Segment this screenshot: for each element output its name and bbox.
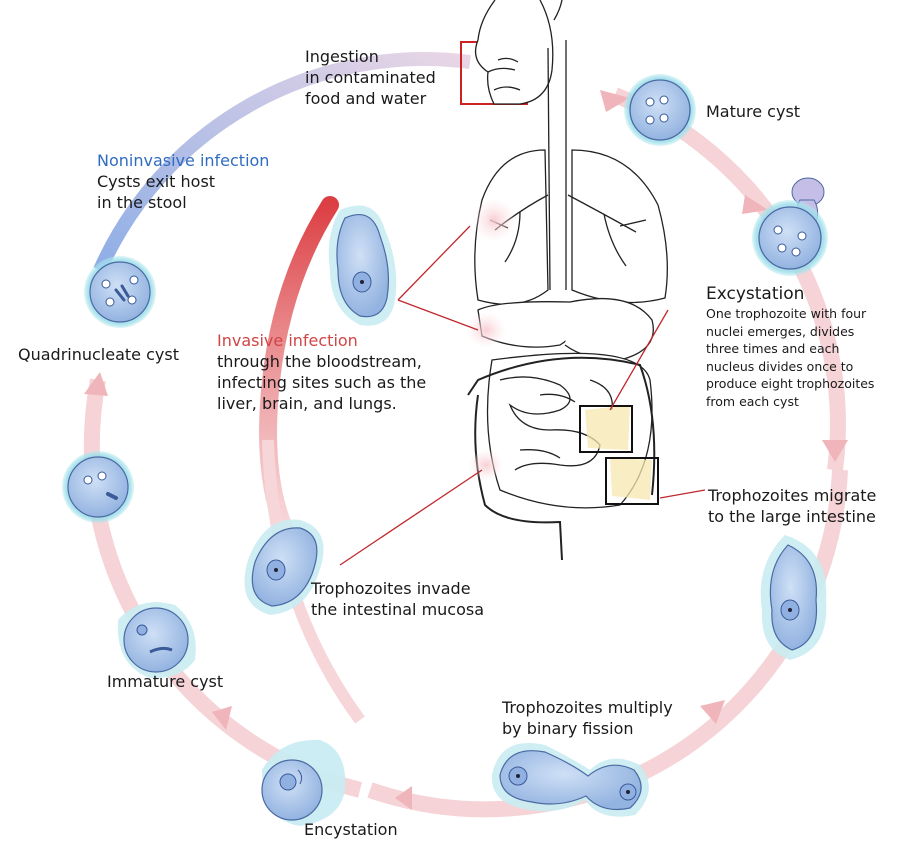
trophozoite-icon bbox=[328, 205, 397, 326]
migration-highlight-box bbox=[605, 457, 659, 505]
label-immature-cyst: Immature cyst bbox=[107, 672, 224, 691]
cyst-icon bbox=[624, 74, 696, 146]
trophozoite-icon bbox=[760, 535, 827, 660]
label-ingestion: Ingestion in contaminated food and water bbox=[305, 47, 436, 108]
label-trophozoites-multiply: Trophozoites multiply by binary fission bbox=[502, 698, 673, 738]
cyst-icon bbox=[62, 451, 134, 523]
cyst-icon bbox=[117, 602, 196, 679]
leader-lines bbox=[339, 225, 706, 566]
cycle-arrows bbox=[84, 90, 848, 810]
arrow-icon bbox=[212, 706, 232, 730]
cyst-icon bbox=[261, 739, 346, 826]
label-invasive-infection: Invasive infection through the bloodstre… bbox=[217, 331, 427, 413]
excystation-highlight-box bbox=[579, 405, 633, 453]
trophozoite-icon bbox=[244, 519, 324, 615]
label-encystation: Encystation bbox=[304, 820, 398, 839]
arrow-icon bbox=[822, 440, 848, 462]
excystation-title: Excystation bbox=[706, 284, 805, 304]
arrow-icon bbox=[395, 786, 412, 810]
arrow-icon bbox=[84, 372, 108, 396]
label-trophozoites-migrate: Trophozoites migrate to the large intest… bbox=[708, 486, 877, 526]
noninvasive-title: Noninvasive infection bbox=[97, 151, 270, 170]
noninvasive-path bbox=[93, 52, 471, 273]
cyst-icon bbox=[84, 256, 156, 328]
arrow-icon bbox=[600, 90, 630, 112]
arrow-icon bbox=[700, 700, 725, 724]
cyst-icon bbox=[752, 177, 828, 276]
arrow-icon bbox=[742, 195, 768, 214]
label-noninvasive-infection: Noninvasive infection Cysts exit host in… bbox=[97, 151, 270, 212]
invasive-title: Invasive infection bbox=[217, 331, 358, 350]
label-quadrinucleate-cyst: Quadrinucleate cyst bbox=[18, 345, 179, 364]
trophozoite-icon bbox=[491, 743, 649, 817]
label-trophozoites-invade: Trophozoites invade the intestinal mucos… bbox=[311, 579, 485, 619]
label-excystation: Excystation One trophozoite with four nu… bbox=[706, 284, 875, 409]
label-mature-cyst: Mature cyst bbox=[706, 102, 801, 121]
